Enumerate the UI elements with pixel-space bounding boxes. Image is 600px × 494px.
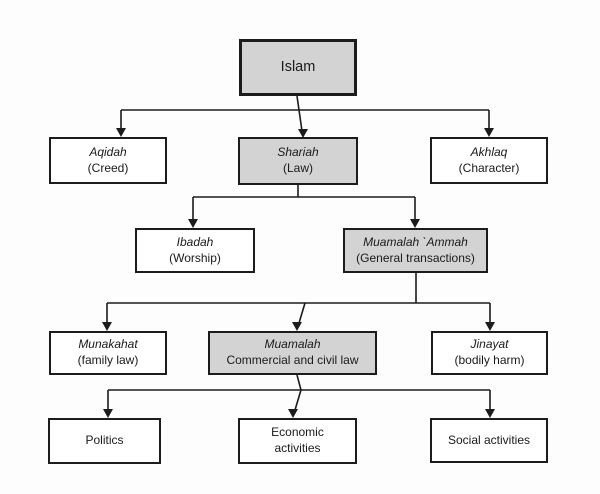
node-muamalah-ammah-sublabel: (General transactions)	[356, 250, 475, 265]
node-aqidah: Aqidah (Creed)	[49, 137, 167, 184]
connector-islam-children	[116, 95, 494, 138]
node-ibadah-sublabel: (Worship)	[169, 250, 221, 265]
edge-muamalah-economic	[294, 389, 302, 411]
node-jinayat: Jinayat (bodily harm)	[431, 331, 548, 375]
node-social-activities: Social activities	[430, 418, 548, 463]
node-jinayat-sublabel: (bodily harm)	[454, 353, 525, 367]
arrowhead-munakahat	[102, 322, 112, 331]
node-akhlaq: Akhlaq (Character)	[430, 137, 548, 184]
node-social-activities-label: Social activities	[447, 432, 531, 447]
node-munakahat-sublabel: (family law)	[77, 353, 139, 367]
connector-muamalah-ammah-children	[102, 273, 495, 331]
node-politics-label: Politics	[85, 433, 124, 448]
node-jinayat-label: Jinayat	[470, 337, 509, 352]
arrowhead-shariah	[298, 129, 308, 138]
node-muamalah-ammah-label: Muamalah `Ammah	[363, 234, 468, 249]
arrowhead-jinayat	[485, 322, 495, 331]
arrowhead-muamalah-ammah	[410, 219, 420, 228]
node-economic-activities-label: Economic activities	[271, 425, 324, 455]
node-shariah: Shariah (Law)	[238, 137, 358, 185]
node-ibadah-label: Ibadah	[176, 234, 214, 249]
arrowhead-ibadah	[188, 219, 198, 228]
node-shariah-label: Shariah	[277, 145, 319, 160]
edge-ma-muamalah	[298, 302, 306, 324]
node-munakahat: Munakahat (family law)	[49, 331, 167, 375]
node-muamalah: Muamalah Commercial and civil law	[208, 331, 377, 375]
node-politics: Politics	[48, 418, 161, 464]
node-muamalah-ammah: Muamalah `Ammah (General transactions)	[343, 228, 488, 273]
arrowhead-akhlaq	[484, 128, 494, 137]
connector-shariah-children	[188, 185, 420, 228]
edge-muamalah-stem	[296, 374, 302, 391]
node-ibadah: Ibadah (Worship)	[135, 228, 255, 273]
connector-muamalah-children	[103, 374, 495, 418]
arrowhead-politics	[103, 409, 113, 418]
node-akhlaq-sublabel: (Character)	[458, 160, 520, 175]
node-munakahat-label: Munakahat	[78, 337, 138, 352]
node-shariah-sublabel: (Law)	[282, 161, 313, 175]
node-economic-activities: Economic activities	[238, 418, 357, 464]
node-islam-label: Islam	[280, 58, 316, 75]
edge-islam-shariah	[296, 95, 303, 132]
node-muamalah-sublabel: Commercial and civil law	[226, 353, 359, 367]
node-muamalah-label: Muamalah	[264, 337, 321, 352]
arrowhead-aqidah	[116, 128, 126, 137]
node-islam: Islam	[239, 39, 357, 96]
arrowhead-muamalah	[292, 322, 302, 331]
node-akhlaq-label: Akhlaq	[470, 144, 508, 159]
node-aqidah-sublabel: (Creed)	[87, 160, 129, 175]
node-aqidah-label: Aqidah	[89, 144, 127, 159]
arrowhead-economic	[288, 409, 298, 418]
arrowhead-social	[485, 409, 495, 418]
